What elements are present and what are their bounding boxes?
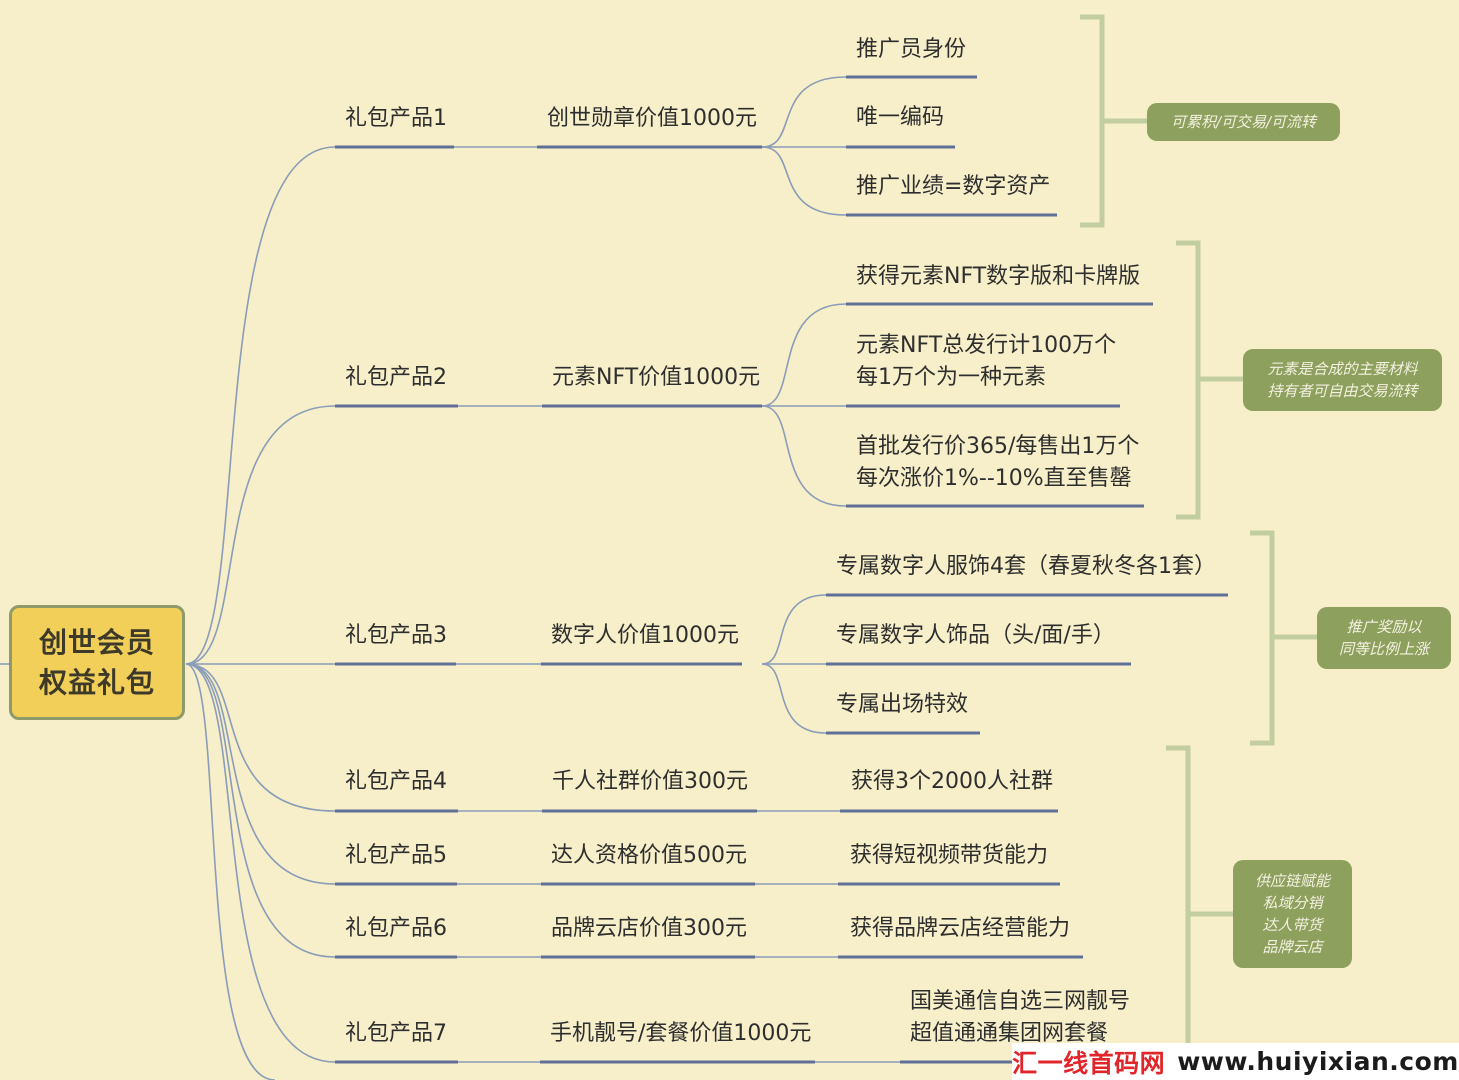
bracket-1 <box>1080 14 1147 228</box>
item-label-5[interactable]: 达人资格价值500元 <box>551 843 747 868</box>
watermark-brand: 汇一线首码网 <box>1012 1048 1166 1078</box>
detail-2-1[interactable]: 获得元素NFT数字版和卡牌版 <box>856 264 1141 289</box>
detail-connector-2-3 <box>761 405 847 507</box>
root-connector-2 <box>185 405 336 665</box>
note-element-material[interactable]: 元素是合成的主要材料 持有者可自由交易流转 <box>1243 349 1442 411</box>
detail-1-3[interactable]: 推广业绩=数字资产 <box>856 174 1051 199</box>
detail-connector-3-3 <box>761 663 827 734</box>
bracket-2 <box>1176 240 1243 520</box>
detail-2-2[interactable]: 元素NFT总发行计100万个 每1万个为一种元素 <box>856 333 1117 390</box>
product-label-6[interactable]: 礼包产品6 <box>345 916 447 941</box>
root-connector-8 <box>185 663 276 1080</box>
root-title: 创世会员 权益礼包 <box>38 625 155 699</box>
product-label-3[interactable]: 礼包产品3 <box>345 623 447 648</box>
root-connector-7 <box>185 663 336 1063</box>
detail-1-2[interactable]: 唯一编码 <box>856 105 945 130</box>
detail-2-3[interactable]: 首批发行价365/每售出1万个 每次涨价1%--10%直至售罄 <box>856 434 1140 491</box>
product-label-1[interactable]: 礼包产品1 <box>345 106 447 131</box>
detail-3-1[interactable]: 专属数字人服饰4套（春夏秋冬各1套） <box>836 554 1216 579</box>
detail-3-3[interactable]: 专属出场特效 <box>836 692 969 717</box>
watermark: 汇一线首码网 www.huiyixian.com <box>1012 1043 1459 1080</box>
product-label-4[interactable]: 礼包产品4 <box>345 769 447 794</box>
product-label-7[interactable]: 礼包产品7 <box>345 1021 447 1046</box>
note-promotion-reward-text: 推广奖励以 同等比例上涨 <box>1338 618 1429 658</box>
watermark-url: www.huiyixian.com <box>1177 1047 1459 1076</box>
note-tradeable-text: 可累积/可交易/可流转 <box>1170 113 1317 131</box>
item-label-1[interactable]: 创世勋章价值1000元 <box>547 106 757 131</box>
root-connector-4 <box>185 663 336 812</box>
detail-connector-1-3 <box>761 146 847 216</box>
root-node[interactable]: 创世会员 权益礼包 <box>9 605 185 720</box>
note-tradeable[interactable]: 可累积/可交易/可流转 <box>1147 103 1340 141</box>
bracket-3 <box>1250 530 1317 746</box>
product-label-5[interactable]: 礼包产品5 <box>345 843 447 868</box>
note-supply-chain[interactable]: 供应链赋能 私域分销 达人带货 品牌云店 <box>1233 860 1352 968</box>
detail-5-1[interactable]: 获得短视频带货能力 <box>850 843 1049 868</box>
item-label-2[interactable]: 元素NFT价值1000元 <box>552 365 761 390</box>
item-label-7[interactable]: 手机靓号/套餐价值1000元 <box>550 1021 812 1046</box>
note-element-material-text: 元素是合成的主要材料 持有者可自由交易流转 <box>1267 360 1418 400</box>
root-connector-6 <box>185 663 336 958</box>
detail-4-1[interactable]: 获得3个2000人社群 <box>851 769 1053 794</box>
root-connector-1 <box>185 146 336 665</box>
product-label-2[interactable]: 礼包产品2 <box>345 365 447 390</box>
detail-1-1[interactable]: 推广员身份 <box>856 37 967 62</box>
item-label-4[interactable]: 千人社群价值300元 <box>552 769 748 794</box>
detail-connector-2-1 <box>761 303 847 407</box>
detail-connector-1-1 <box>761 76 847 148</box>
detail-6-1[interactable]: 获得品牌云店经营能力 <box>850 916 1071 941</box>
bracket-4 <box>1166 745 1233 1080</box>
item-label-3[interactable]: 数字人价值1000元 <box>551 623 739 648</box>
item-label-6[interactable]: 品牌云店价值300元 <box>551 916 747 941</box>
note-supply-chain-text: 供应链赋能 私域分销 达人带货 品牌云店 <box>1254 872 1330 956</box>
root-connector-5 <box>185 663 336 885</box>
note-promotion-reward[interactable]: 推广奖励以 同等比例上涨 <box>1317 607 1451 669</box>
detail-7-1[interactable]: 国美通信自选三网靓号 超值通通集团网套餐 <box>910 989 1131 1046</box>
detail-connector-3-1 <box>761 594 827 665</box>
detail-3-2[interactable]: 专属数字人饰品（头/面/手） <box>836 623 1115 648</box>
